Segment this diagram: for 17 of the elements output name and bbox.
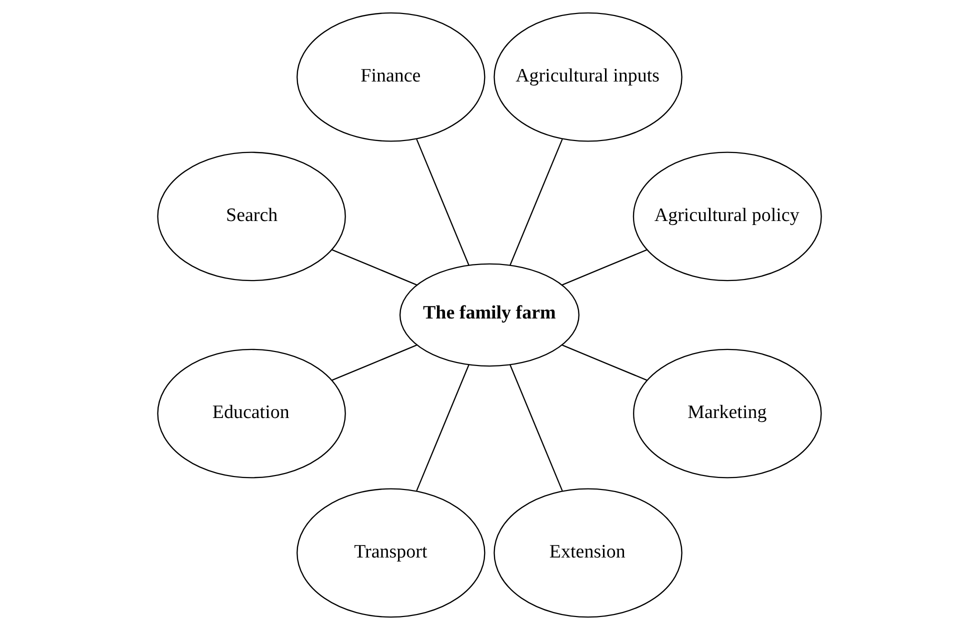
connector: [331, 249, 417, 286]
connector: [416, 138, 469, 266]
connector: [561, 344, 647, 381]
node-ellipse: Extension: [493, 488, 682, 618]
node-ellipse: Marketing: [632, 348, 822, 478]
node-ellipse: Transport: [296, 488, 485, 618]
node-ellipse: Agricultural inputs: [493, 12, 682, 142]
node-ellipse: Finance: [296, 12, 485, 142]
connector: [561, 249, 647, 286]
connector: [416, 364, 469, 492]
node-ellipse: The family farm: [398, 263, 579, 367]
connector: [331, 344, 417, 381]
node-ellipse: Education: [156, 348, 346, 478]
connector: [509, 138, 562, 266]
connector: [509, 364, 562, 492]
node-ellipse: Agricultural policy: [632, 152, 822, 282]
node-ellipse: Search: [156, 152, 346, 282]
